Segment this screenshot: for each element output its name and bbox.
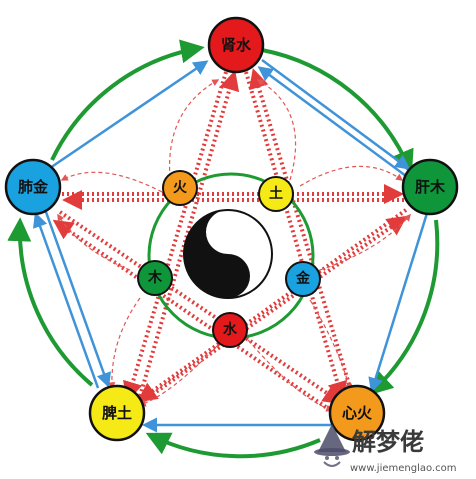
outer-generating-cycle [7, 39, 440, 459]
outer-node-gan: 肝木 [401, 158, 459, 216]
inner-node-label: 金 [295, 270, 311, 287]
star-arrow-gan-pi [136, 208, 408, 403]
inner-node-huo: 火 [162, 170, 198, 206]
inner-node-tu: 土 [258, 176, 294, 212]
star-arrow-xin-fei [52, 219, 332, 412]
pentagon-arrow-fei-pi [44, 211, 112, 388]
yin-yang-icon [183, 209, 273, 299]
thin-arrow-shui-pi [138, 344, 219, 407]
wizard-hat-icon [314, 424, 350, 467]
thin-arrow-jin-gan [319, 213, 411, 271]
watermark-title: 解梦佬 [352, 428, 424, 456]
inner-node-mu: 木 [137, 260, 173, 296]
thin-arrow-tu-gan [299, 165, 404, 187]
outer-node-label: 肝木 [415, 178, 446, 196]
generating-arrow-gan-xin [368, 219, 440, 396]
generating-arrow-fei-shen [50, 39, 205, 161]
counter-pentagon [32, 58, 430, 433]
outer-node-label: 肾水 [221, 36, 252, 54]
outer-node-label: 心火 [342, 404, 373, 422]
inner-node-jin: 金 [285, 261, 321, 297]
watermark-url: www.jiemenglao.com [350, 463, 456, 474]
generating-arrow-xin-pi [145, 432, 321, 459]
star-arrow-fei-xin [58, 210, 344, 405]
star-arrow-shen-pi [123, 71, 228, 402]
thin-arrow-huo-fei [60, 171, 163, 193]
pentagon-arrow-shen-gan [261, 58, 411, 170]
outer-node-label: 脾土 [102, 404, 132, 422]
generating-arrow-shen-gan [261, 48, 414, 175]
star-arrow-xin-shen [249, 68, 354, 395]
inner-node-label: 土 [269, 185, 283, 202]
thin-arrow-huo-shen [168, 79, 220, 179]
outer-node-shen: 肾水 [207, 16, 265, 74]
thin-arrow-tu-shen [256, 79, 297, 181]
restraining-star [52, 68, 408, 412]
inner-node-label: 水 [223, 321, 238, 338]
outer-node-xin: 心火 [328, 384, 386, 442]
pentagon-arrow-fei-shen [49, 60, 209, 170]
inner-node-shui: 水 [212, 312, 248, 348]
outer-node-pi: 脾土 [88, 384, 146, 442]
watermark: 解梦佬 www.jiemenglao.com [314, 424, 456, 474]
thin-curved-arrows [57, 79, 411, 412]
pentagon-arrow-gan-shen [257, 66, 407, 178]
generating-arrow-pi-fei [7, 217, 94, 387]
thin-arrow-mu-pi [108, 297, 141, 390]
outer-node-fei: 肺金 [4, 158, 62, 216]
pentagon-arrow-pi-fei [32, 212, 100, 389]
star-arrow-pi-shen [138, 70, 240, 397]
pentagon-arrow-gan-xin [368, 209, 430, 393]
thin-arrow-mu-fei [57, 213, 131, 271]
star-arrow-shen-xin [244, 71, 348, 402]
inner-node-label: 火 [173, 180, 188, 196]
inner-node-label: 木 [147, 269, 163, 286]
thin-arrow-shui-xin [247, 339, 334, 412]
outer-node-label: 肺金 [18, 178, 49, 196]
